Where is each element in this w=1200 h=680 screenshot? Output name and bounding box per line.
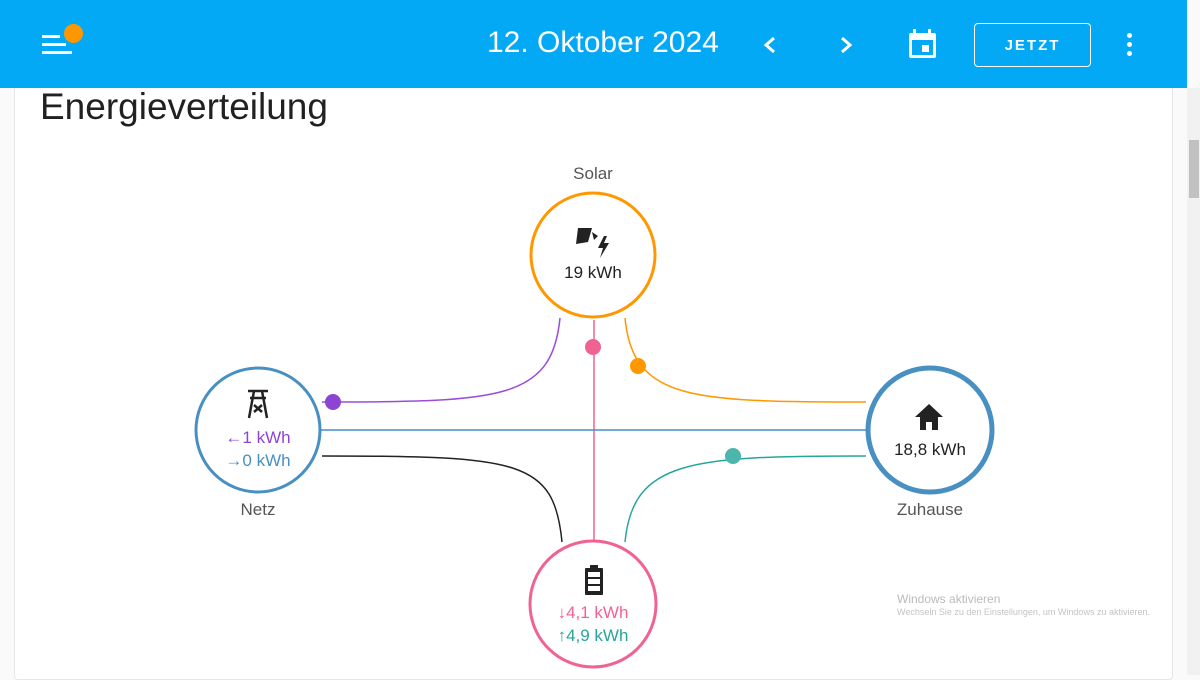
menu-icon-line: [42, 51, 72, 54]
grid-label: Netz: [240, 500, 276, 519]
flow-dot-solar-home: [630, 358, 646, 374]
flow-solar-home: [624, 317, 867, 403]
grid-export-value: 0 kWh: [242, 451, 291, 470]
home-value[interactable]: 18,8 kWh: [894, 440, 966, 459]
grid-export[interactable]: →0 kWh: [193, 451, 323, 471]
flow-dot-battery-home: [725, 448, 741, 464]
scrollbar-thumb[interactable]: [1189, 140, 1199, 198]
calendar-icon[interactable]: [906, 27, 940, 61]
flow-dot-solar-grid: [325, 394, 341, 410]
arrow-down-icon: ↓: [557, 603, 567, 622]
battery-icon: [585, 565, 603, 595]
next-day-button[interactable]: [832, 30, 860, 60]
today-button[interactable]: JETZT: [974, 23, 1091, 67]
top-app-bar: 12. Oktober 2024 JETZT: [0, 0, 1187, 88]
grid-import[interactable]: ←1 kWh: [193, 428, 323, 448]
arrow-up-icon: ↑: [557, 626, 567, 645]
arrow-left-icon: ←: [225, 428, 243, 447]
scrollbar[interactable]: [1187, 88, 1200, 675]
flow-dot-solar-battery: [585, 339, 601, 355]
flow-grid-battery: [321, 455, 563, 543]
solar-power-icon: [576, 228, 609, 258]
battery-in-value: 4,1 kWh: [566, 603, 629, 622]
more-options-icon[interactable]: [1120, 30, 1138, 60]
battery-out-value: 4,9 kWh: [566, 626, 629, 645]
home-icon: [915, 404, 943, 430]
solar-node: [529, 191, 657, 319]
grid-node: [194, 366, 322, 494]
watermark-title: Windows aktivieren: [897, 592, 1001, 606]
current-date: 12. Oktober 2024: [487, 26, 719, 59]
menu-icon: [42, 35, 60, 38]
home-label: Zuhause: [896, 500, 964, 519]
arrow-right-icon: →: [225, 451, 243, 470]
notification-badge: [64, 24, 83, 43]
card-title: Energieverteilung: [40, 86, 328, 127]
previous-day-button[interactable]: [756, 30, 784, 60]
battery-node: [528, 539, 658, 669]
grid-import-value: 1 kWh: [242, 428, 291, 447]
battery-in[interactable]: ↓4,1 kWh: [528, 603, 658, 623]
flow-battery-home: [624, 455, 867, 543]
menu-icon-line: [42, 43, 66, 46]
solar-value[interactable]: 19 kWh: [564, 263, 622, 282]
solar-label: Solar: [573, 164, 613, 183]
battery-out[interactable]: ↑4,9 kWh: [528, 626, 658, 646]
home-node: [865, 365, 995, 495]
watermark-subtitle: Wechseln Sie zu den Einstellungen, um Wi…: [897, 607, 1150, 617]
menu-button[interactable]: [42, 24, 83, 60]
transmission-tower-icon: [247, 389, 269, 419]
flow-solar-grid: [321, 317, 561, 403]
